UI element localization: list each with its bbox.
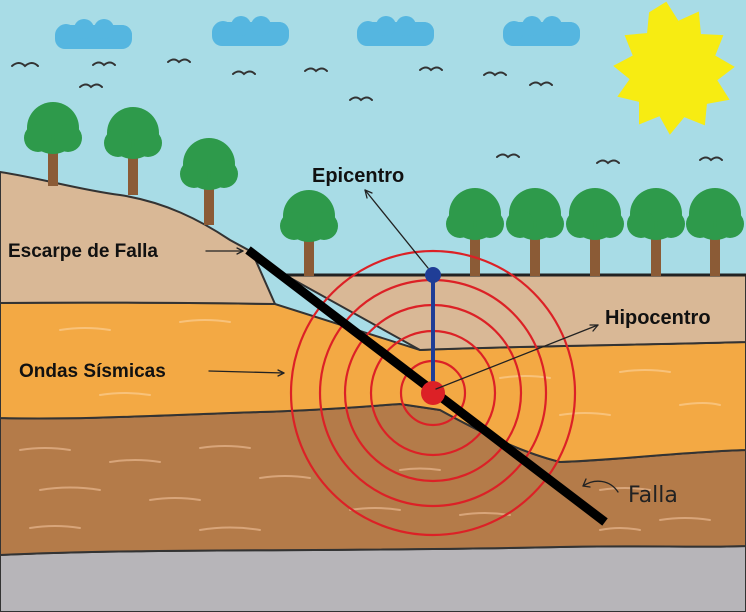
bedrock-layer: [0, 544, 746, 612]
cloud-icon: [55, 19, 132, 49]
bird-icon: [349, 96, 373, 102]
wave-ring: [289, 249, 577, 537]
tree-icon: [104, 107, 162, 195]
orange-texture: [59, 319, 721, 416]
epicenter-marker: [425, 267, 441, 283]
epicentro-label: Epicentro: [312, 165, 404, 187]
bird-icon: [419, 66, 443, 72]
clouds: [55, 16, 580, 49]
tree-icon: [627, 188, 685, 276]
bird-icon: [699, 156, 723, 162]
bird-icon: [232, 70, 256, 76]
sun-icon: [613, 1, 735, 135]
tree-icon: [24, 102, 82, 186]
bird-icon: [483, 71, 507, 77]
ondas-label: Ondas Sísmicas: [19, 361, 166, 382]
tree-icon: [446, 188, 504, 276]
bird-icon: [11, 62, 39, 68]
bird-icon: [496, 153, 520, 159]
hipocentro-arrow: [435, 324, 599, 390]
bird-icon: [304, 67, 328, 73]
tree-icon: [506, 188, 564, 276]
tree-icon: [686, 188, 744, 276]
epicentro-arrow: [364, 189, 429, 269]
label-arrows: [205, 189, 619, 493]
cloud-icon: [357, 16, 434, 46]
tree-icon: [566, 188, 624, 276]
cloud-icon: [212, 16, 289, 46]
bird-icon: [596, 159, 620, 165]
birds: [11, 58, 723, 165]
right-ground-layer: [281, 274, 746, 352]
trees: [24, 102, 744, 276]
hipocentro-label: Hipocentro: [605, 307, 711, 329]
falla-arrow: [582, 480, 619, 493]
hypocenter-marker: [421, 381, 445, 405]
bird-icon: [92, 61, 116, 67]
bird-icon: [529, 81, 553, 87]
bird-icon: [167, 58, 191, 64]
left-hill-layer: [0, 170, 277, 306]
escarpe-label: Escarpe de Falla: [8, 241, 158, 262]
ondas-arrow: [208, 370, 285, 374]
bird-icon: [79, 83, 103, 89]
cloud-icon: [503, 16, 580, 46]
tree-icon: [180, 138, 238, 225]
falla-label: Falla: [628, 483, 678, 508]
tree-icon: [280, 190, 338, 276]
